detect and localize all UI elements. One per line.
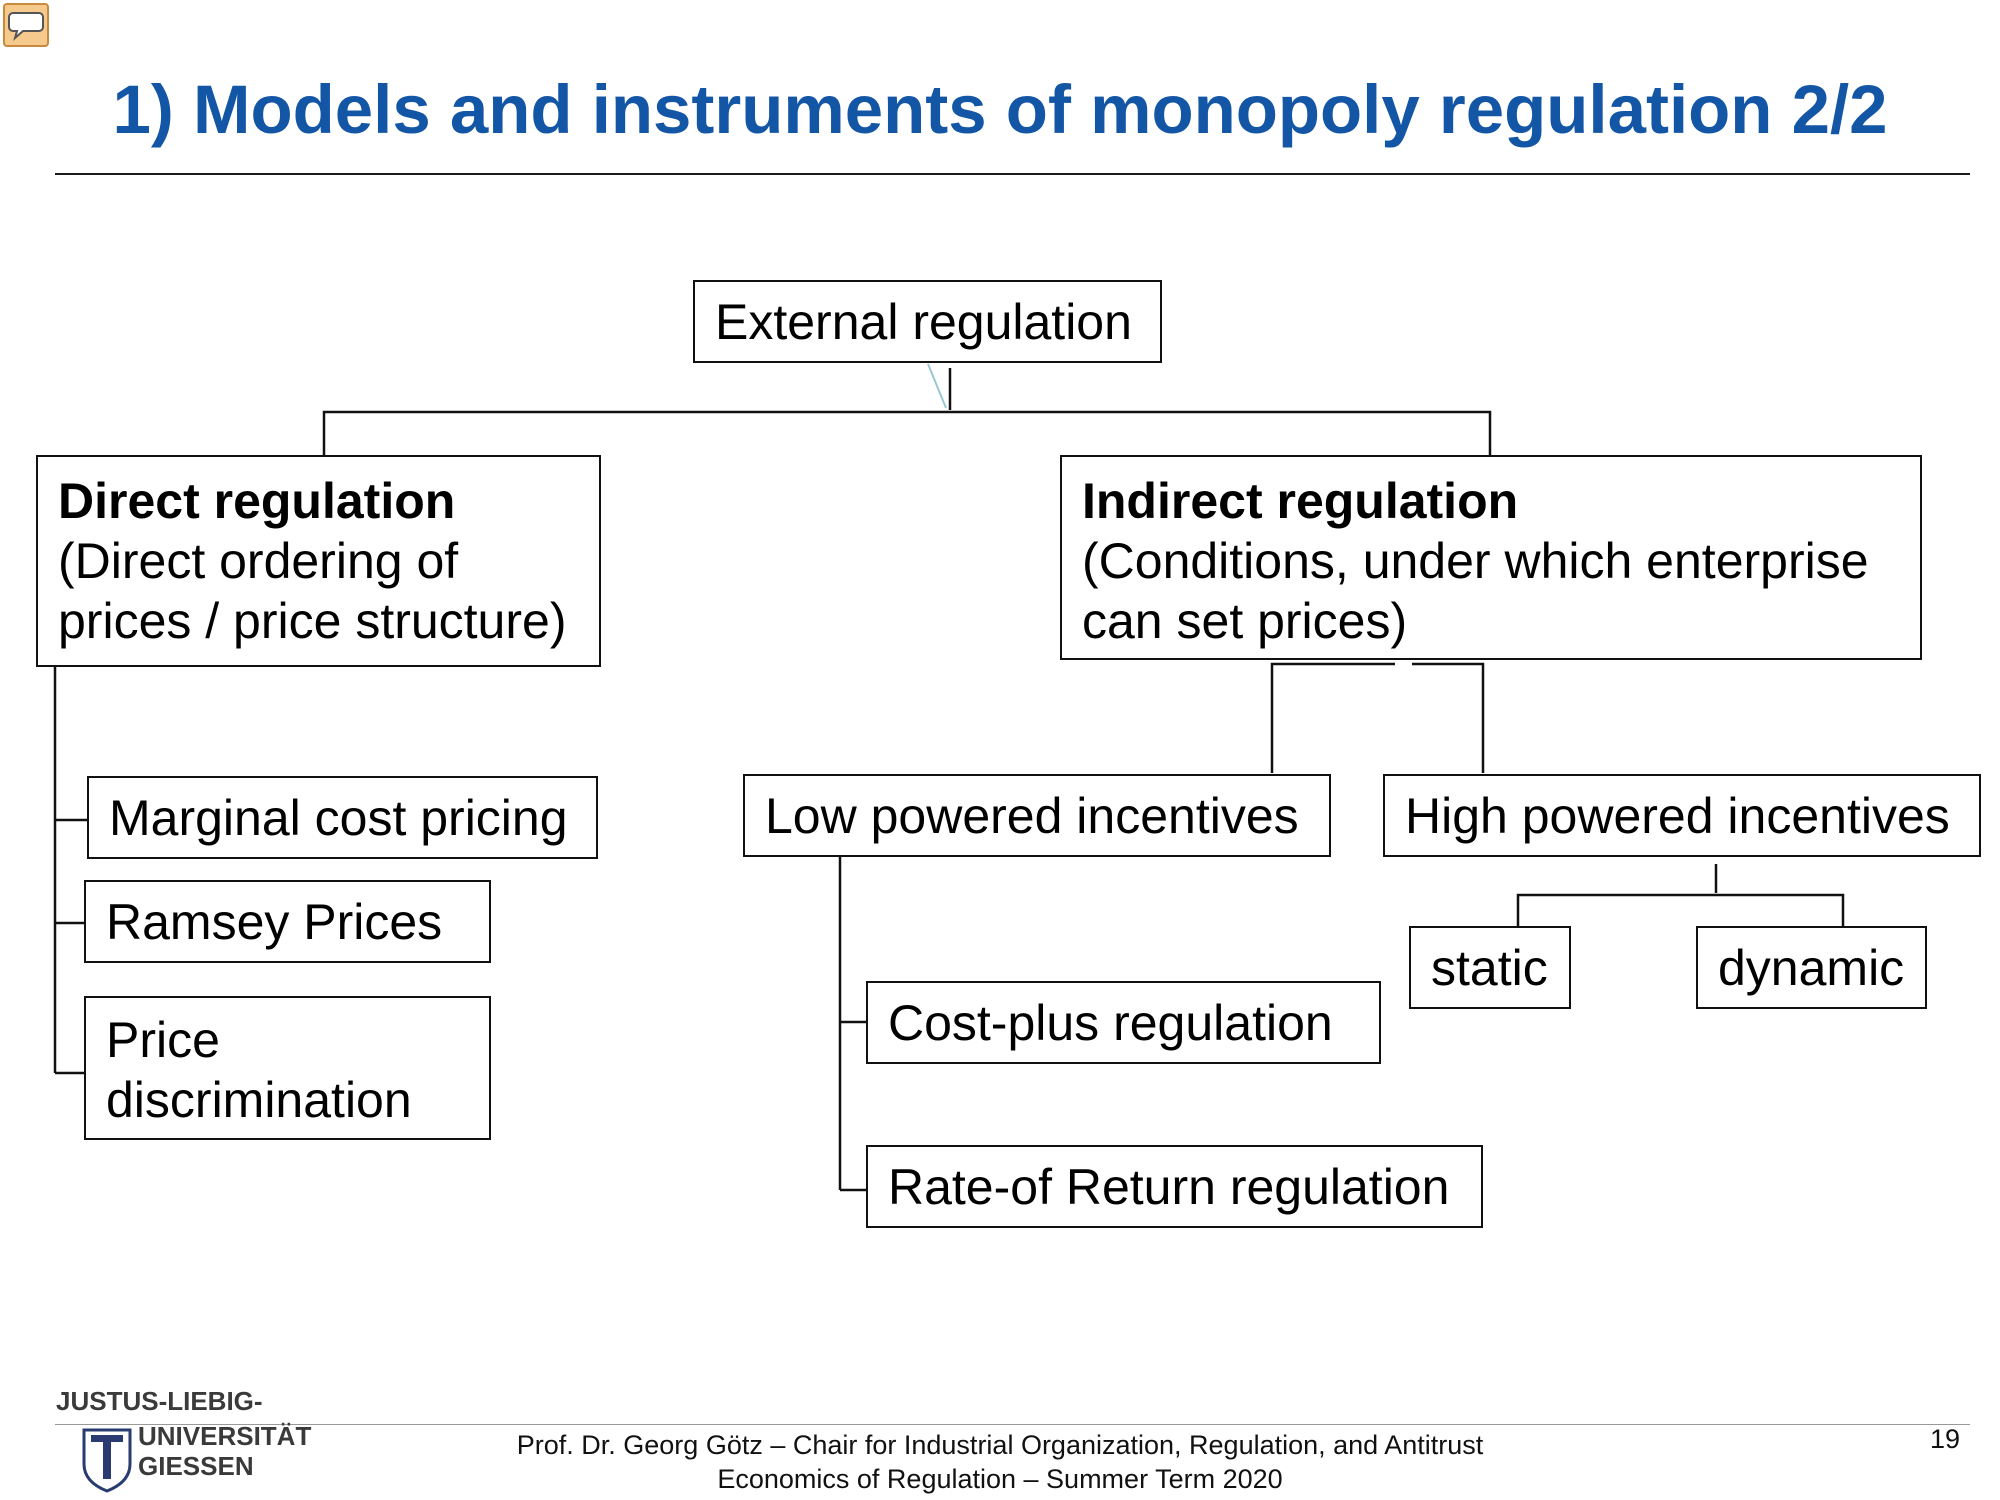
page-title: 1) Models and instruments of monopoly re… [112, 71, 1888, 148]
indirect-regulation-desc-line2: can set prices) [1082, 593, 1408, 649]
indirect-regulation-desc-line1: (Conditions, under which enterprise [1082, 533, 1869, 589]
direct-regulation-heading: Direct regulation [58, 473, 456, 529]
cost-plus-regulation-label: Cost-plus regulation [888, 994, 1333, 1051]
logo-line1: JUSTUS-LIEBIG- [56, 1386, 263, 1416]
high-powered-incentives-box: High powered incentives [1383, 774, 1981, 857]
external-regulation-label: External regulation [715, 293, 1132, 350]
ramsey-prices-label: Ramsey Prices [106, 893, 443, 950]
logo-line3: GIESSEN [138, 1451, 254, 1481]
price-discrimination-line1: Price [106, 1012, 220, 1068]
marginal-cost-pricing-box: Marginal cost pricing [87, 776, 598, 859]
direct-regulation-desc-line2: prices / price structure) [58, 593, 567, 649]
static-label: static [1431, 939, 1548, 996]
dynamic-label: dynamic [1718, 939, 1905, 996]
rate-of-return-regulation-box: Rate-of Return regulation [866, 1145, 1483, 1228]
external-regulation-box: External regulation [693, 280, 1162, 363]
ramsey-prices-box: Ramsey Prices [84, 880, 491, 963]
footer-course: Economics of Regulation – Summer Term 20… [717, 1464, 1283, 1494]
rate-of-return-regulation-label: Rate-of Return regulation [888, 1158, 1450, 1215]
static-box: static [1409, 926, 1571, 1009]
indirect-regulation-heading: Indirect regulation [1082, 473, 1519, 529]
price-discrimination-line2: discrimination [106, 1072, 412, 1128]
title-divider [55, 173, 1970, 175]
high-powered-incentives-label: High powered incentives [1405, 787, 1950, 844]
low-powered-incentives-box: Low powered incentives [743, 774, 1331, 857]
logo-line2: UNIVERSITÄT [138, 1421, 311, 1451]
footer-divider [55, 1424, 1970, 1425]
university-logo: JUSTUS-LIEBIG- UNIVERSITÄT GIESSEN [54, 1385, 324, 1495]
marginal-cost-pricing-label: Marginal cost pricing [109, 789, 568, 846]
page-number: 19 [1929, 1424, 1960, 1454]
low-powered-incentives-label: Low powered incentives [765, 787, 1299, 844]
footer-author: Prof. Dr. Georg Götz – Chair for Industr… [516, 1430, 1484, 1460]
price-discrimination-box: Price discrimination [84, 996, 491, 1140]
direct-regulation-desc-line1: (Direct ordering of [58, 533, 459, 589]
dynamic-box: dynamic [1696, 926, 1927, 1009]
direct-regulation-box: Direct regulation (Direct ordering of pr… [36, 455, 601, 667]
university-crest-icon: JUSTUS-LIEBIG- UNIVERSITÄT GIESSEN [56, 1386, 311, 1493]
speech-bubble-icon[interactable] [3, 3, 49, 47]
indirect-regulation-box: Indirect regulation (Conditions, under w… [1060, 455, 1922, 660]
cost-plus-regulation-box: Cost-plus regulation [866, 981, 1381, 1064]
